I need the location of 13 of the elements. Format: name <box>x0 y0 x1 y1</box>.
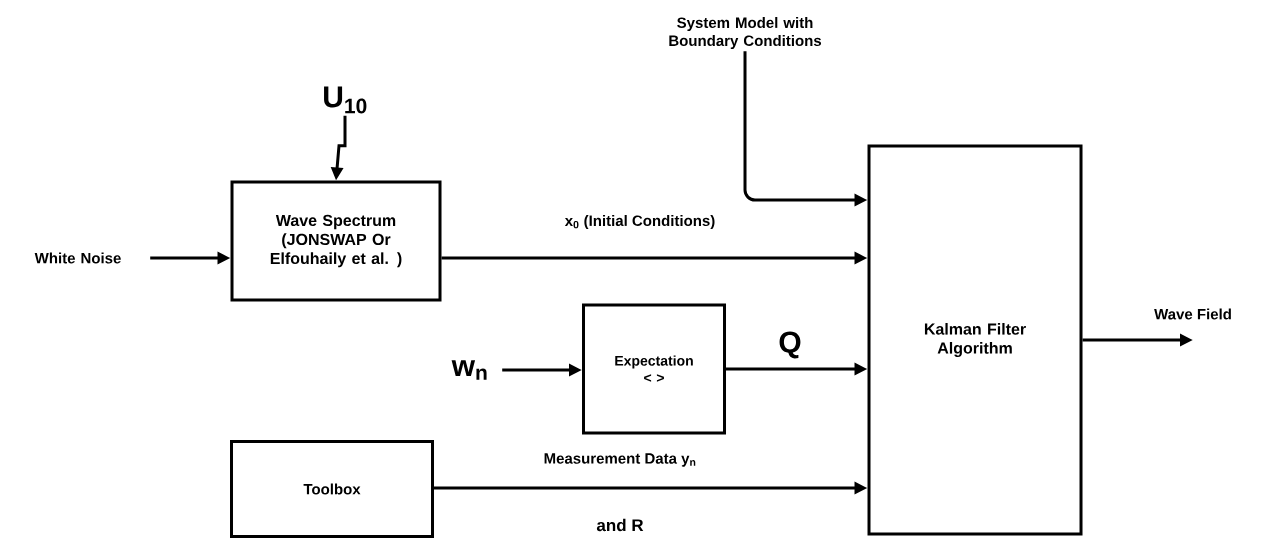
edge-label: Wave Field <box>1153 307 1233 321</box>
input-label: System Model with Boundary Conditions <box>669 17 822 49</box>
input-label: White Noise <box>34 252 121 264</box>
input-symbol: U$_{10}$ <box>324 86 367 114</box>
process-box: Kalman Filter Algorithm <box>867 144 1083 536</box>
edge-label: Measurement Data y$_{n}$ <box>542 452 698 468</box>
input-symbol: w$_{n}$ <box>451 360 487 380</box>
process-box: Toolbox <box>230 440 434 538</box>
process-box: Expectation < > <box>582 303 726 435</box>
process-box: Wave Spectrum (JONSWAP Or Elfouhaily et al. ) <box>230 180 442 302</box>
note-label: and R <box>596 518 644 532</box>
edge-label: Q <box>777 330 803 360</box>
edge-label: x$_{0}$ (Initial Conditions) <box>563 214 717 230</box>
